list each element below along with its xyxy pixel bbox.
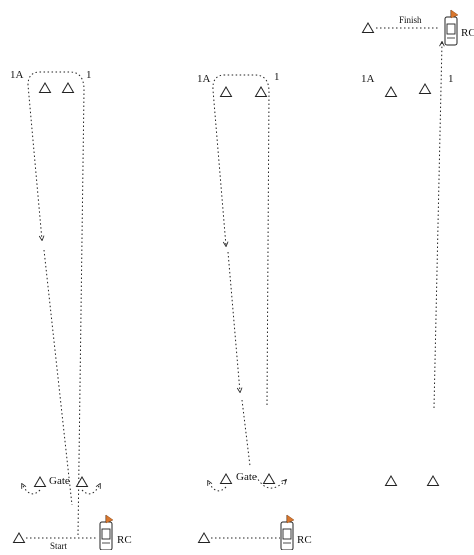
mark-1a-label: 1A <box>361 73 375 85</box>
mark-triangle-icon <box>76 476 88 487</box>
mark-triangle-icon <box>220 86 232 97</box>
rc-label: RC <box>297 534 312 546</box>
mark-1-label: 1 <box>274 71 280 83</box>
course-leg <box>43 249 73 506</box>
panel-1: 1A 1 Gate Start RC <box>10 69 132 551</box>
mark-triangle-icon <box>427 475 439 486</box>
rounding-arrow <box>81 484 100 495</box>
mark-1a-label: 1A <box>10 69 24 81</box>
gate-label: Gate <box>236 471 257 483</box>
course-leg <box>212 74 270 406</box>
mark-triangle-icon <box>385 475 397 486</box>
mark-1-label: 1 <box>448 73 454 85</box>
pin-end-triangle-icon <box>13 532 25 543</box>
panel-3: Finish RC 1A 1 <box>361 9 474 486</box>
mark-triangle-icon <box>263 473 275 484</box>
gate-label: Gate <box>49 475 70 487</box>
rc-boat-icon <box>280 514 295 551</box>
mark-1-label: 1 <box>86 69 92 81</box>
course-leg <box>433 42 442 409</box>
pin-end-triangle-icon <box>198 532 210 543</box>
rounding-arrow <box>22 484 41 495</box>
course-leg <box>241 399 251 467</box>
rounding-arrow <box>208 481 227 492</box>
rc-boat-icon <box>444 9 459 46</box>
course-leg <box>227 251 240 392</box>
mark-1a-label: 1A <box>197 73 211 85</box>
rc-boat-icon <box>99 514 114 551</box>
start-label: Start <box>50 541 67 550</box>
mark-triangle-icon <box>62 82 74 93</box>
mark-triangle-icon <box>385 86 397 97</box>
mark-triangle-icon <box>39 82 51 93</box>
finish-label: Finish <box>399 15 422 25</box>
rc-label: RC <box>117 534 132 546</box>
rc-label: RC <box>461 27 474 39</box>
mark-triangle-icon <box>220 473 232 484</box>
mark-triangle-icon <box>419 83 431 94</box>
panel-2: 1A 1 Gate RC <box>197 71 312 551</box>
pin-end-triangle-icon <box>362 22 374 33</box>
course-leg <box>27 71 85 536</box>
mark-triangle-icon <box>34 476 46 487</box>
mark-triangle-icon <box>255 86 267 97</box>
